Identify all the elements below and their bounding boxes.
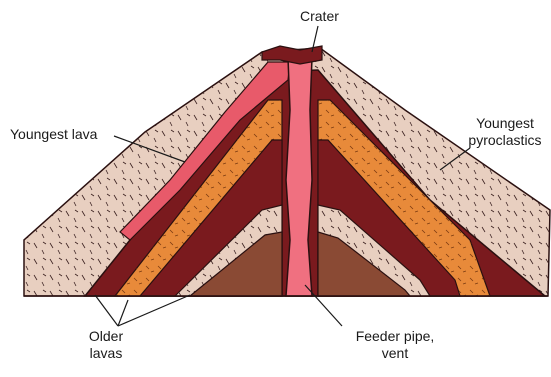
- feeder-pipe: [286, 58, 312, 296]
- feeder-line1: Feeder pipe,: [340, 328, 450, 345]
- feeder-line2: vent: [340, 345, 450, 362]
- youngest-pyroclastics-line1: Youngest: [460, 115, 550, 132]
- youngest-lava-label: Youngest lava: [10, 126, 97, 143]
- older-lavas-line1: Older: [76, 328, 136, 345]
- crater-label: Crater: [300, 8, 339, 25]
- older-lavas-label: Older lavas: [76, 328, 136, 362]
- older-lavas-line2: lavas: [76, 345, 136, 362]
- older-lavas-leader-3: [118, 295, 190, 326]
- youngest-pyroclastics-line2: pyroclastics: [460, 132, 550, 149]
- youngest-pyroclastics-label: Youngest pyroclastics: [460, 115, 550, 149]
- feeder-pipe-label: Feeder pipe, vent: [340, 328, 450, 362]
- older-lavas-leader-1: [95, 295, 118, 326]
